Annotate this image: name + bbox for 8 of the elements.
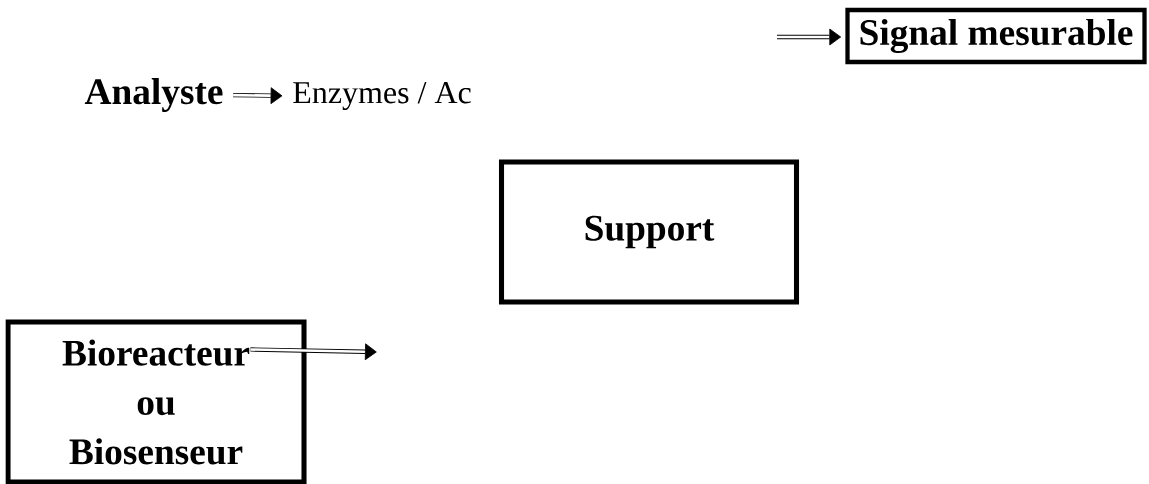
signal-box: Signal mesurable [845,7,1147,65]
arrow [250,343,377,361]
analyte-label: Analyste [84,78,223,112]
support-box: Support [498,159,800,305]
enzyme-label: Enzymes / Ac [293,82,471,110]
arrow [777,28,842,46]
bioreactor-box: Bioreacteur ou Biosenseur [5,319,307,484]
arrow [233,87,283,105]
